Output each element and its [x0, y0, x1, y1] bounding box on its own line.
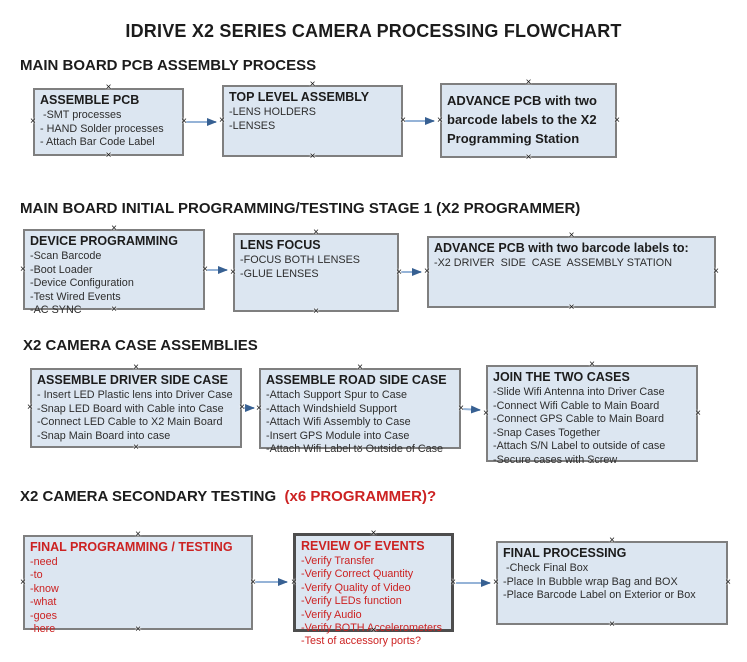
box-line: -Insert GPS Module into Case: [266, 429, 410, 442]
section-heading-secondary-testing: X2 CAMERA SECONDARY TESTING (x6 PROGRAMM…: [20, 488, 436, 505]
box-line: -X2 DRIVER SIDE CASE ASSEMBLY STATION: [434, 257, 672, 269]
box-line: -Attach S/N Label to outside of case: [493, 440, 666, 453]
box-line: -Slide Wifi Antenna into Driver Case: [493, 386, 665, 398]
box-lines: -FOCUS BOTH LENSES-GLUE LENSES: [240, 254, 392, 281]
box-lines: -Attach Support Spur to Case-Attach Wind…: [266, 389, 454, 457]
flow-box-top-level-assembly[interactable]: TOP LEVEL ASSEMBLY -LENS HOLDERS-LENSES …: [219, 80, 406, 162]
box-title: LENS FOCUS: [240, 238, 321, 252]
box-line: -FOCUS BOTH LENSES: [240, 254, 360, 266]
box-title: ASSEMBLE DRIVER SIDE CASE: [37, 373, 229, 387]
box-line: -Snap LED Board with Cable into Case: [37, 402, 224, 415]
box-lines: -Check Final Box-Place In Bubble wrap Ba…: [503, 562, 721, 603]
box-line: -AC SYNC: [30, 304, 82, 317]
box-line: -need: [30, 556, 58, 568]
box-line: -know: [30, 582, 59, 595]
box-line: -Attach Support Spur to Case: [266, 389, 408, 401]
box-line: -goes: [30, 609, 58, 622]
page-title: IDRIVE X2 SERIES CAMERA PROCESSING FLOWC…: [125, 21, 622, 41]
box-line: -Scan Barcode: [30, 250, 102, 262]
flow-box-assemble-pcb[interactable]: ASSEMBLE PCB -SMT processes- HAND Solder…: [30, 83, 187, 161]
box-line: -to: [30, 569, 43, 582]
box-line: -Verify Transfer: [301, 555, 375, 567]
box-line: -here: [30, 623, 56, 636]
box-title: FINAL PROCESSING: [503, 546, 627, 560]
box-line: -Verify Quality of Video: [301, 581, 411, 594]
arrow-roadside-to-join[interactable]: [462, 405, 481, 414]
box-lines: -Scan Barcode-Boot Loader-Device Configu…: [30, 250, 198, 318]
box-title: ASSEMBLE ROAD SIDE CASE: [266, 373, 447, 387]
flow-box-assemble-road-side-case[interactable]: ASSEMBLE ROAD SIDE CASE -Attach Support …: [256, 363, 464, 456]
box-lines: -SMT processes- HAND Solder processes- A…: [40, 109, 177, 150]
box-line: -SMT processes: [40, 109, 122, 121]
box-line: - Attach Bar Code Label: [40, 136, 155, 149]
box-line: -Verify LEDs function: [301, 595, 402, 608]
box-line: -Verify BOTH Accelerometers: [301, 622, 442, 635]
box-line: -Place Barcode Label on Exterior or Box: [503, 589, 696, 602]
box-lines: -LENS HOLDERS-LENSES: [229, 106, 396, 133]
box-title: ASSEMBLE PCB: [40, 93, 140, 107]
box-lines: -X2 DRIVER SIDE CASE ASSEMBLY STATION: [434, 257, 709, 271]
box-line: -Check Final Box: [503, 562, 589, 574]
heading-red-part: (x6 PROGRAMMER)?: [284, 488, 437, 505]
box-line: -Secure cases with Screw: [493, 453, 618, 466]
box-title: ADVANCE PCB with two barcode labels to t…: [447, 93, 597, 146]
box-line: -Snap Main Board into case: [37, 429, 171, 442]
box-lines: -Verify Transfer-Verify Correct Quantity…: [301, 555, 446, 649]
box-lines: - Insert LED Plastic lens into Driver Ca…: [37, 389, 235, 443]
box-line: -Verify Correct Quantity: [301, 568, 414, 581]
heading-black-part: X2 CAMERA SECONDARY TESTING: [20, 488, 285, 505]
box-line: -Snap Cases Together: [493, 426, 601, 439]
flow-box-assemble-driver-side-case[interactable]: ASSEMBLE DRIVER SIDE CASE - Insert LED P…: [27, 363, 245, 453]
box-title: REVIEW OF EVENTS: [301, 539, 425, 553]
section-heading-pcb-assembly: MAIN BOARD PCB ASSEMBLY PROCESS: [20, 57, 317, 74]
flow-box-join-the-two-cases[interactable]: JOIN THE TWO CASES -Slide Wifi Antenna i…: [483, 360, 701, 467]
box-line: -Connect LED Cable to X2 Main Board: [37, 416, 223, 429]
box-line: -LENSES: [229, 119, 276, 132]
box-line: -Boot Loader: [30, 263, 93, 276]
box-line: -Place In Bubble wrap Bag and BOX: [503, 575, 678, 588]
box-line: -Attach Wifi Assembly to Case: [266, 416, 411, 429]
box-title: FINAL PROGRAMMING / TESTING: [30, 540, 233, 554]
flow-box-final-processing[interactable]: FINAL PROCESSING -Check Final Box-Place …: [493, 536, 731, 630]
box-lines: -need-to-know-what-goes-here: [30, 556, 246, 636]
box-line: -Attach Windshield Support: [266, 402, 397, 415]
flow-box-lens-focus[interactable]: LENS FOCUS -FOCUS BOTH LENSES-GLUE LENSE…: [230, 228, 402, 317]
box-line: -Attach Wifi Label to Outside of Case: [266, 443, 444, 456]
box-line: -Connect Wifi Cable to Main Board: [493, 399, 660, 412]
box-lines: -Slide Wifi Antenna into Driver Case-Con…: [493, 386, 691, 468]
flow-box-advance-pcb-programming-station[interactable]: ADVANCE PCB with two barcode labels to t…: [437, 78, 620, 163]
box-title: TOP LEVEL ASSEMBLY: [229, 90, 370, 104]
box-line: -Device Configuration: [30, 277, 134, 290]
box-line: -Verify Audio: [301, 608, 362, 621]
box-line: - HAND Solder processes: [40, 122, 164, 135]
flow-box-device-programming[interactable]: DEVICE PROGRAMMING -Scan Barcode-Boot Lo…: [20, 224, 208, 317]
box-line: -what: [30, 596, 57, 609]
box-line: -Test Wired Events: [30, 290, 121, 303]
section-heading-case-assemblies: X2 CAMERA CASE ASSEMBLIES: [23, 337, 258, 354]
box-line: - Insert LED Plastic lens into Driver Ca…: [37, 389, 233, 401]
flow-box-advance-pcb-case-station[interactable]: ADVANCE PCB with two barcode labels to: …: [424, 231, 719, 313]
box-line: -Test of accessory ports?: [301, 635, 422, 648]
box-line: -Connect GPS Cable to Main Board: [493, 413, 665, 426]
box-title: DEVICE PROGRAMMING: [30, 234, 178, 248]
box-line: -GLUE LENSES: [240, 267, 319, 280]
section-heading-initial-programming: MAIN BOARD INITIAL PROGRAMMING/TESTING S…: [20, 200, 581, 217]
flow-box-review-of-events[interactable]: REVIEW OF EVENTS -Verify Transfer-Verify…: [291, 529, 456, 648]
box-title: JOIN THE TWO CASES: [493, 370, 630, 384]
box-line: -LENS HOLDERS: [229, 106, 316, 118]
box-title: ADVANCE PCB with two barcode labels to:: [434, 241, 689, 255]
flow-box-final-programming-testing[interactable]: FINAL PROGRAMMING / TESTING -need-to-kno…: [20, 530, 256, 636]
